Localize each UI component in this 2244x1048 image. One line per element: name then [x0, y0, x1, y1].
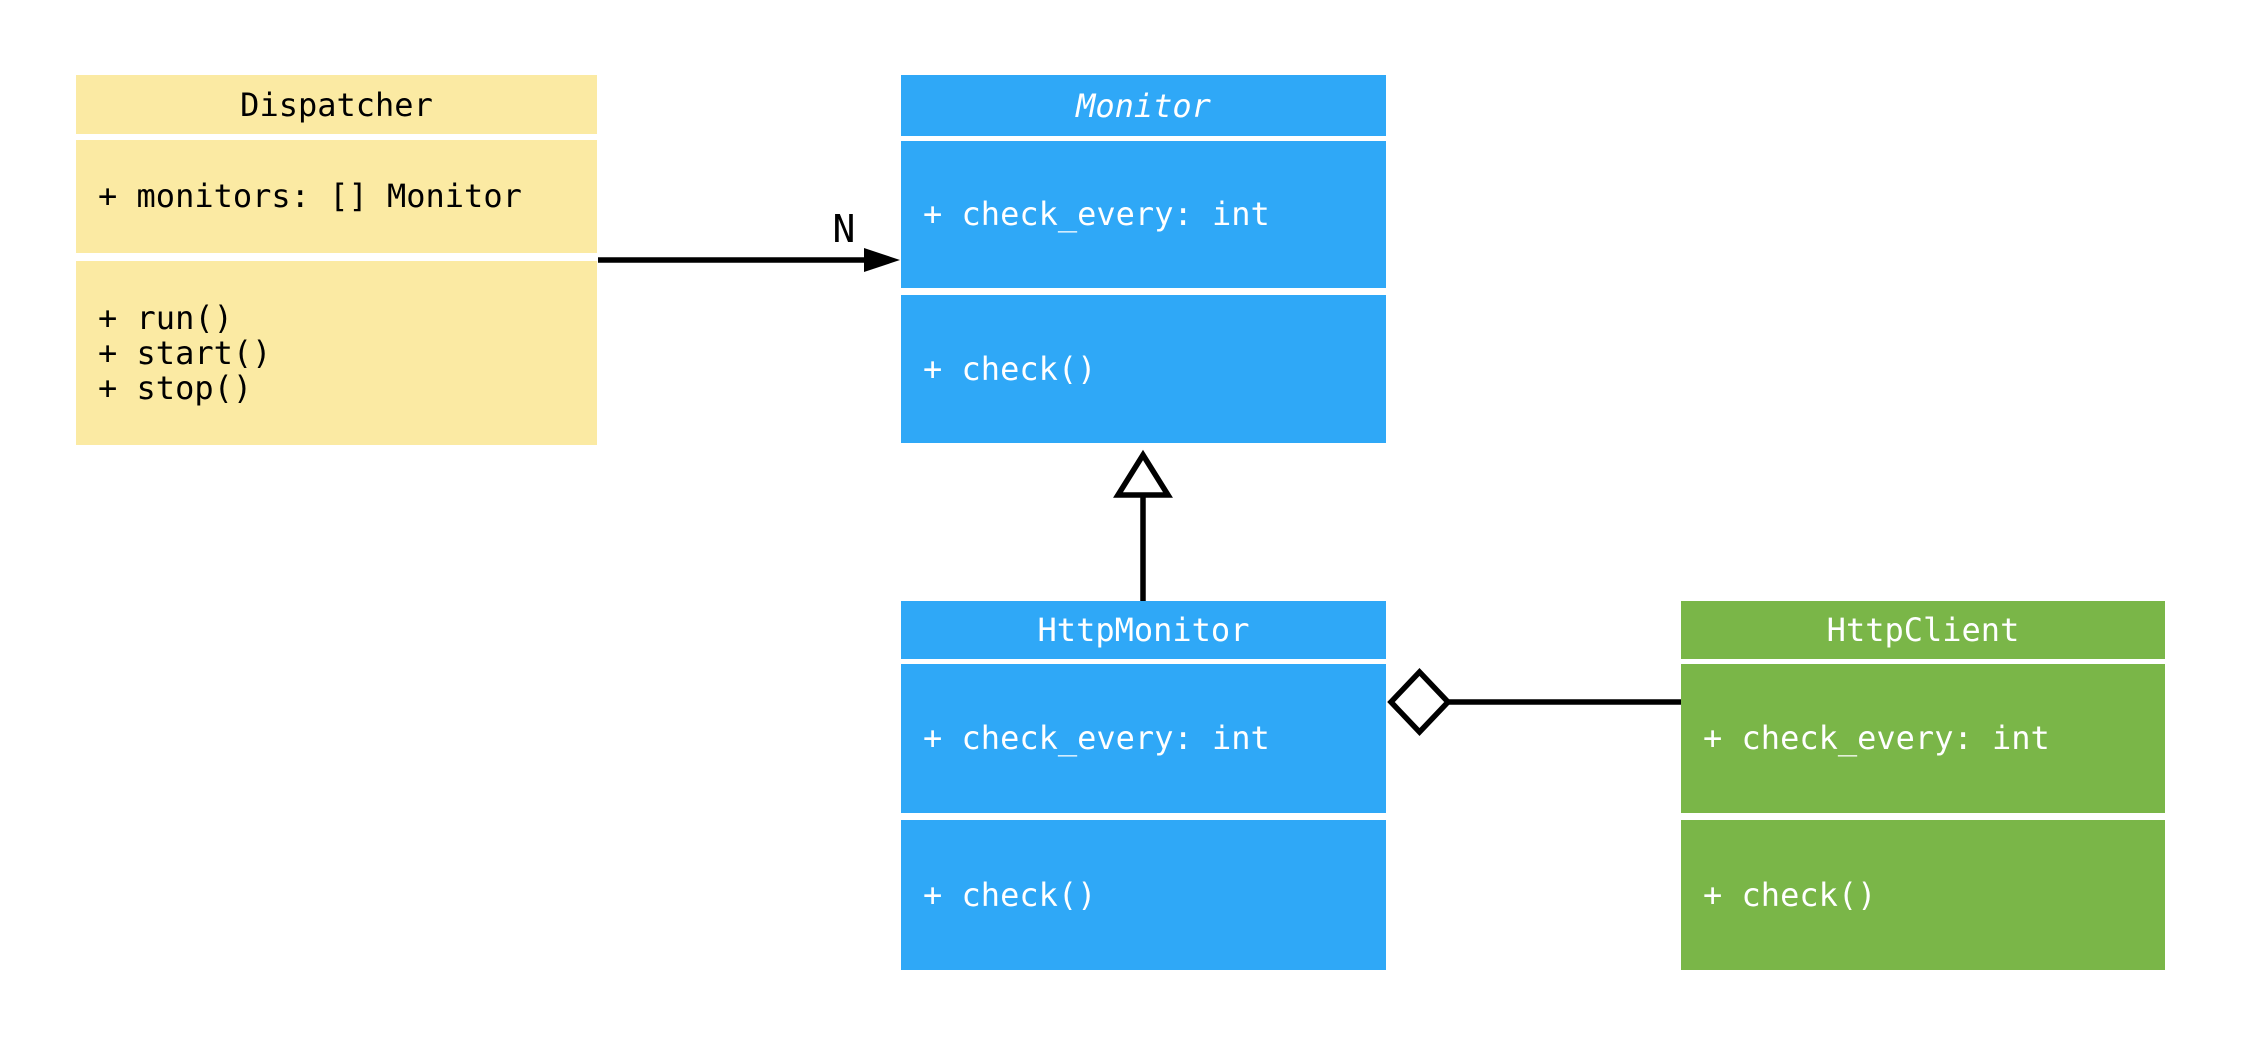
class-title: HttpMonitor — [901, 601, 1386, 659]
class-methods-section: + check() — [901, 295, 1386, 443]
attribute-text: + check_every: int — [923, 719, 1270, 757]
method-text: + run() — [98, 298, 233, 337]
class-attributes-section: + monitors: [] Monitor — [76, 140, 597, 253]
aggregation-diamond — [1387, 668, 1452, 736]
method-text: + check() — [1703, 875, 1877, 914]
class-node-monitor: Monitor + check_every: int + check() — [901, 75, 1386, 443]
attribute-text: + monitors: [] Monitor — [98, 177, 522, 215]
class-attributes-section: + check_every: int — [901, 664, 1386, 813]
attribute-text: + check_every: int — [923, 195, 1270, 233]
class-methods-section: + check() — [1681, 820, 2165, 970]
aggregation-httpmonitor-to-httpclient — [1387, 668, 1681, 736]
class-title: Dispatcher — [76, 75, 597, 134]
class-node-httpclient: HttpClient + check_every: int + check() — [1681, 601, 2165, 970]
method-text: + start() — [98, 333, 272, 372]
class-title: HttpClient — [1681, 601, 2165, 659]
inheritance-httpmonitor-to-monitor — [1113, 449, 1173, 601]
class-attributes-section: + check_every: int — [1681, 664, 2165, 813]
class-methods-section: + run() + start() + stop() — [76, 261, 597, 445]
class-node-httpmonitor: HttpMonitor + check_every: int + check() — [901, 601, 1386, 970]
method-text: + check() — [923, 875, 1097, 914]
class-title: Monitor — [901, 75, 1386, 136]
class-node-dispatcher: Dispatcher + monitors: [] Monitor + run(… — [76, 75, 597, 445]
method-text: + stop() — [98, 368, 253, 407]
class-methods-section: + check() — [901, 820, 1386, 970]
multiplicity-label: N — [833, 207, 856, 251]
association-dispatcher-to-monitor: N — [598, 207, 900, 272]
class-attributes-section: + check_every: int — [901, 141, 1386, 288]
method-text: + check() — [923, 349, 1097, 388]
association-arrowhead — [864, 248, 900, 272]
attribute-text: + check_every: int — [1703, 719, 2050, 757]
inheritance-triangle — [1113, 449, 1173, 498]
